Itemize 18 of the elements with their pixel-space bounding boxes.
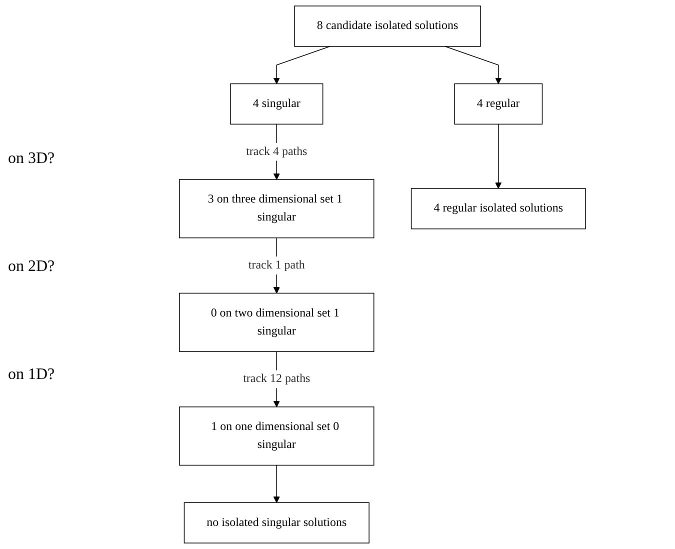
question-note: on 1D?: [8, 366, 56, 384]
arrow: [273, 46, 330, 84]
arrow: [495, 124, 502, 189]
node-box: 4 regular isolated solutions: [410, 188, 586, 230]
node-box: 3 on three dimensional set 1 singular: [179, 179, 374, 238]
node-box: 4 regular: [454, 83, 543, 125]
edge-label: track 4 paths: [246, 145, 308, 158]
node-box: 4 singular: [230, 83, 324, 125]
question-note: on 2D?: [8, 258, 56, 276]
arrow: [273, 464, 280, 503]
arrow: [444, 46, 502, 84]
edge-label: track 1 path: [248, 258, 305, 272]
node-box: 1 on one dimensional set 0 singular: [179, 406, 374, 466]
node-box: 8 candidate isolated solutions: [294, 6, 481, 47]
edge-label: track 12 paths: [243, 372, 310, 386]
node-box: 0 on two dimensional set 1 singular: [179, 292, 374, 352]
question-note: on 3D?: [8, 150, 56, 168]
node-box: no isolated singular solutions: [184, 502, 370, 544]
